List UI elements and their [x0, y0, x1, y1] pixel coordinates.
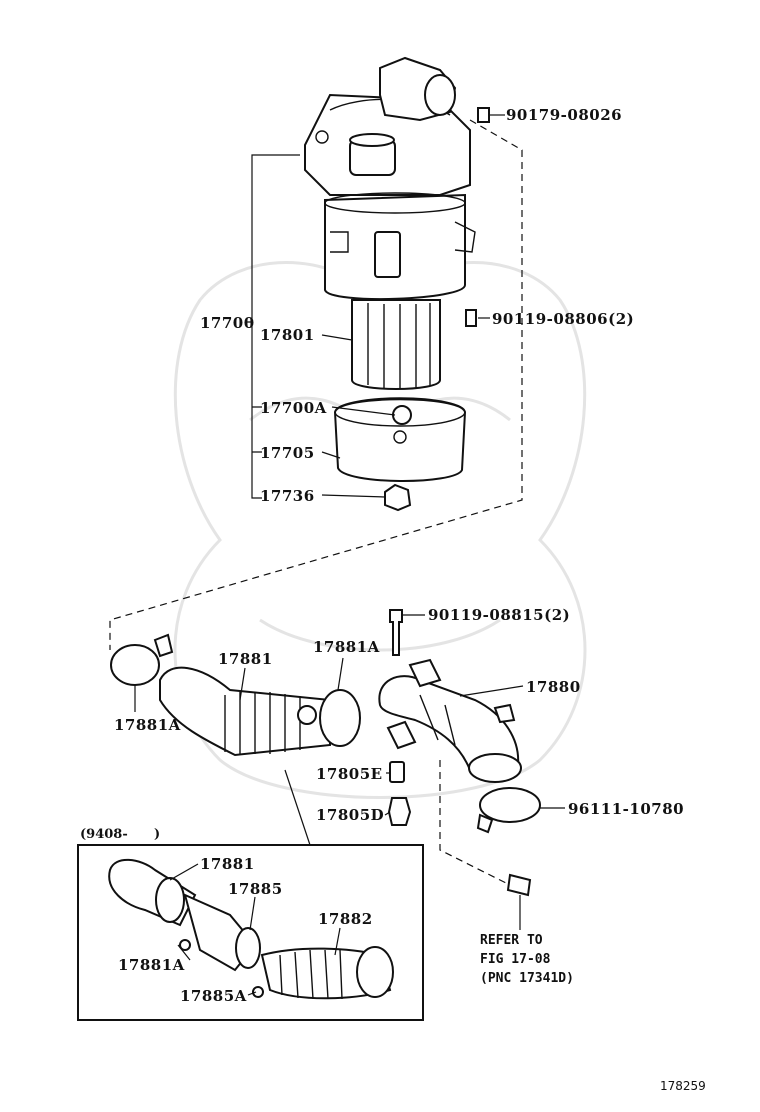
label-17881-top: 17881	[218, 650, 273, 668]
label-17881A-left: 17881A	[114, 716, 181, 734]
inset-hose-group	[108, 858, 394, 1000]
leader-inset-17881	[169, 863, 199, 881]
leader-17705	[321, 451, 341, 459]
leader-17736	[321, 494, 386, 498]
label-17801: 17801	[260, 326, 315, 344]
label-17736: 17736	[260, 487, 315, 505]
label-17805E: 17805E	[316, 765, 383, 783]
leader-inset-17885	[249, 896, 256, 931]
label-inset-date-end: )	[154, 827, 160, 842]
label-90119-08815: 90119-08815(2)	[428, 606, 570, 624]
leader-17881A-right	[337, 657, 344, 691]
leader-17880	[459, 685, 524, 697]
leader-inset-17881A	[177, 944, 191, 961]
leader-17801	[321, 334, 353, 341]
label-refer-line2: FIG 17-08	[480, 952, 551, 967]
label-17705: 17705	[260, 444, 315, 462]
label-inset-17882: 17882	[318, 910, 373, 928]
label-refer-line1: REFER TO	[480, 933, 543, 948]
inset-frame	[77, 844, 424, 1021]
label-17880: 17880	[526, 678, 581, 696]
label-17881A-right: 17881A	[313, 638, 380, 656]
dashed-route-line-lower	[439, 760, 511, 886]
label-17700: 17700	[200, 314, 255, 332]
leader-to-inset	[284, 769, 311, 846]
air-cleaner-assembly	[304, 56, 490, 512]
figure-number: 178259	[660, 1079, 706, 1093]
label-inset-17885A: 17885A	[180, 987, 247, 1005]
label-inset-date: (9408-	[80, 827, 128, 842]
label-inset-17881A: 17881A	[118, 956, 185, 974]
dashed-route-line	[109, 119, 523, 650]
label-inset-17885: 17885	[228, 880, 283, 898]
leader-17881-top	[239, 667, 246, 701]
bracket-17700	[247, 154, 300, 499]
label-90179-08026: 90179-08026	[506, 106, 622, 124]
label-refer-line3: (PNC 17341D)	[480, 971, 574, 986]
leader-inset-17882	[334, 927, 341, 956]
label-96111-10780: 96111-10780	[568, 800, 684, 818]
leader-inset-17885A	[247, 991, 257, 996]
label-17700A: 17700A	[260, 399, 327, 417]
label-17805D: 17805D	[316, 806, 384, 824]
hose-group	[110, 609, 541, 897]
leader-17805D	[384, 811, 391, 816]
label-90119-08806: 90119-08806(2)	[492, 310, 634, 328]
label-inset-17881: 17881	[200, 855, 255, 873]
leader-17700A	[331, 406, 396, 416]
